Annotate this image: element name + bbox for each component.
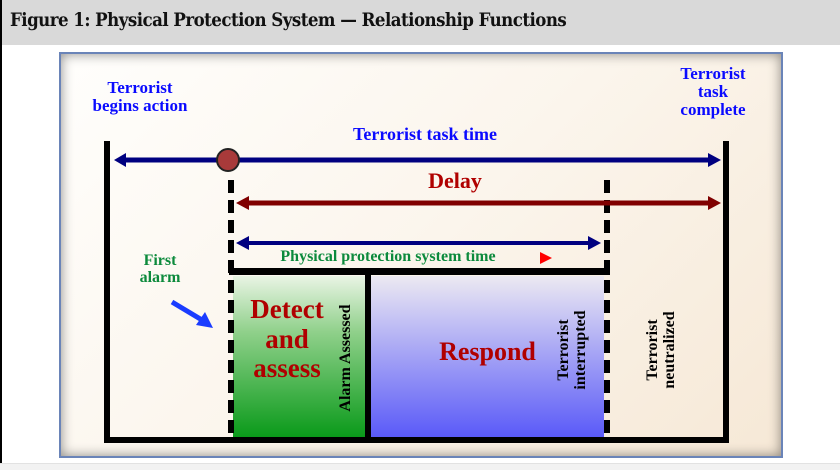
figure-title: Figure 1: Physical Protection System — R… (10, 10, 567, 31)
label-terrorist-task-time: Terrorist task time (353, 124, 497, 144)
label-detect-and-assess: Detect and assess (237, 294, 337, 384)
label-line: Terrorist (555, 319, 572, 381)
first-alarm-marker-dot (216, 148, 240, 172)
label-line: alarm (139, 268, 181, 286)
label-line: neutralized (660, 311, 678, 389)
task-time-arrow-right-head (708, 153, 721, 167)
delay-arrow-right-head (708, 196, 721, 210)
label-line: assess (253, 353, 321, 384)
label-terrorist-task-complete: Terrorist task complete (668, 65, 758, 119)
task-time-arrow-left-head (114, 153, 126, 167)
pps-time-arrow-left-head (236, 236, 249, 250)
label-line: begins action (92, 95, 188, 115)
label-line: Terrorist (107, 78, 173, 97)
label-alarm-assessed: Alarm Assessed (337, 304, 354, 412)
label-terrorist-neutralized: Terrorist neutralized (644, 285, 685, 415)
label-line: interrupted (571, 310, 589, 390)
delay-arrow-left-head (236, 196, 249, 210)
red-triangle-marker-icon (540, 252, 552, 264)
label-first-alarm: First alarm (130, 252, 190, 287)
label-line: and (265, 323, 309, 354)
first-alarm-arrow-head (196, 312, 213, 328)
pps-time-arrow-right-head (588, 236, 601, 250)
label-line: task (697, 81, 729, 101)
left-rule (0, 45, 2, 463)
label-line: Detect (250, 294, 324, 324)
label-respond: Respond (439, 337, 536, 366)
end-bar (723, 141, 729, 443)
label-terrorist-interrupted: Terrorist interrupted (555, 285, 596, 415)
label-line: complete (680, 99, 746, 119)
detect-respond-divider (365, 270, 371, 437)
label-line: Terrorist (680, 64, 746, 83)
start-bar (104, 141, 110, 443)
pps-top-bar (229, 268, 610, 275)
figure-caption-bar: Figure 1: Physical Protection System — R… (0, 0, 840, 45)
first-alarm-arrow-line (170, 299, 204, 323)
label-line: Terrorist (644, 319, 661, 381)
label-line: First (143, 252, 177, 269)
respond-region (371, 276, 604, 437)
baseline-bar (104, 437, 729, 443)
detect-assess-region (233, 276, 365, 437)
label-pps-time: Physical protection system time (280, 248, 496, 265)
label-terrorist-begins-action: Terrorist begins action (78, 79, 202, 115)
bottom-strip (0, 463, 840, 470)
label-delay: Delay (428, 168, 482, 193)
